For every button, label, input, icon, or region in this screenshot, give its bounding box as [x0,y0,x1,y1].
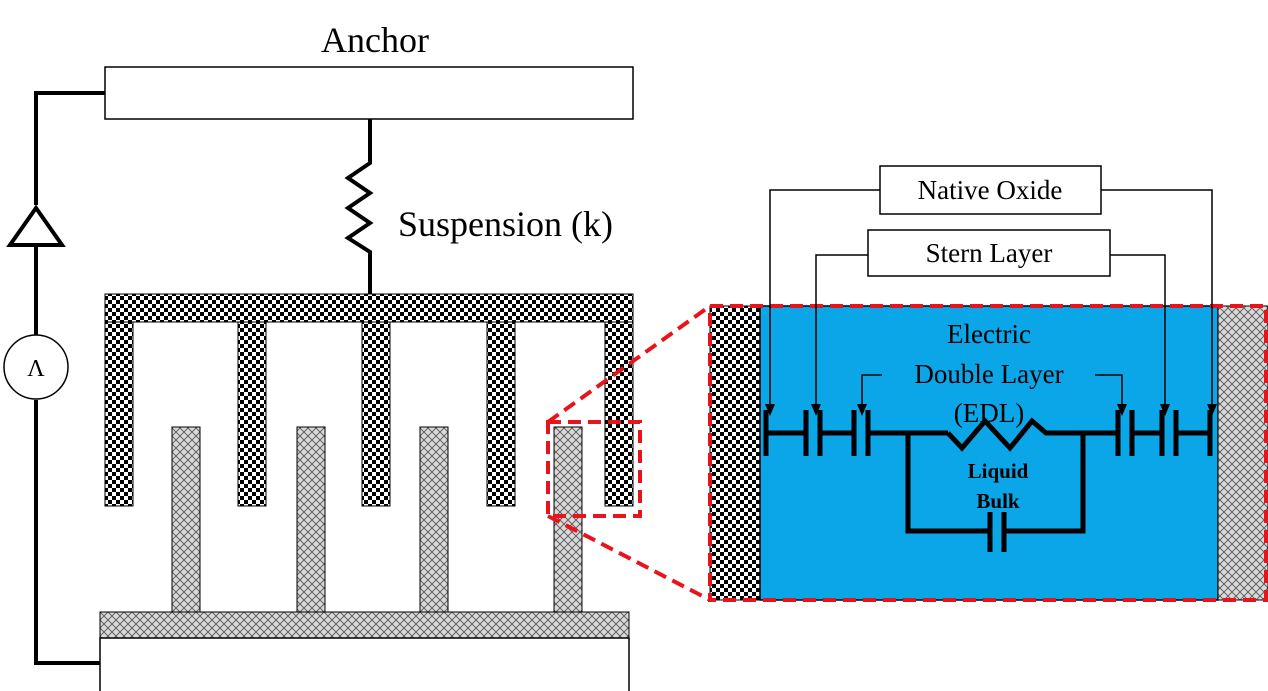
arrowhead-icon [1160,404,1170,416]
anchor-label: Anchor [321,20,429,60]
bulk-label: Bulk [976,489,1020,513]
stern-layer-label: Stern Layer [926,238,1053,268]
movable-comb-electrode [104,293,634,507]
fixed-comb-electrode [99,426,630,639]
edl-leader-right [1095,374,1123,408]
suspension-spring [344,119,374,296]
native-oxide-leader-right [1101,189,1213,408]
stern-layer-leader-left [815,254,868,408]
anchor-block [104,66,634,120]
arrowhead-icon [765,404,775,416]
zoom-line-top [546,304,712,424]
native-oxide-leader-left [769,189,880,408]
capacitor-icon [1115,410,1213,456]
triangle-amplifier-icon [6,204,66,247]
circuit-wire [34,91,105,665]
hatch-electrode-edge [1217,305,1268,601]
edl-label-line2: Double Layer [914,359,1063,389]
amplifier-symbol: Λ [27,356,45,382]
bulk-capacitor-branch [905,433,1086,534]
substrate-block [99,637,630,691]
arrowhead-icon [811,404,821,416]
zoom-region-box [546,420,642,518]
arrowhead-icon [857,404,867,416]
current-meter-circle [3,334,69,400]
stern-layer-box [867,229,1111,277]
liquid-region [759,305,1219,601]
suspension-label: Suspension (k) [398,204,613,244]
liquid-label: Liquid [968,459,1029,483]
capacitor-icon [987,512,1007,552]
zoom-detail-outline [708,304,1268,602]
zoom-line-bottom [547,514,711,602]
edl-leader-left [861,374,882,408]
arrowhead-icon [1117,404,1127,416]
native-oxide-label: Native Oxide [918,175,1063,205]
stern-layer-leader-right [1110,254,1166,408]
edl-label-line1: Electric [947,319,1031,349]
zigzag-resistor-icon [946,417,1118,452]
checker-electrode-edge [709,305,761,601]
